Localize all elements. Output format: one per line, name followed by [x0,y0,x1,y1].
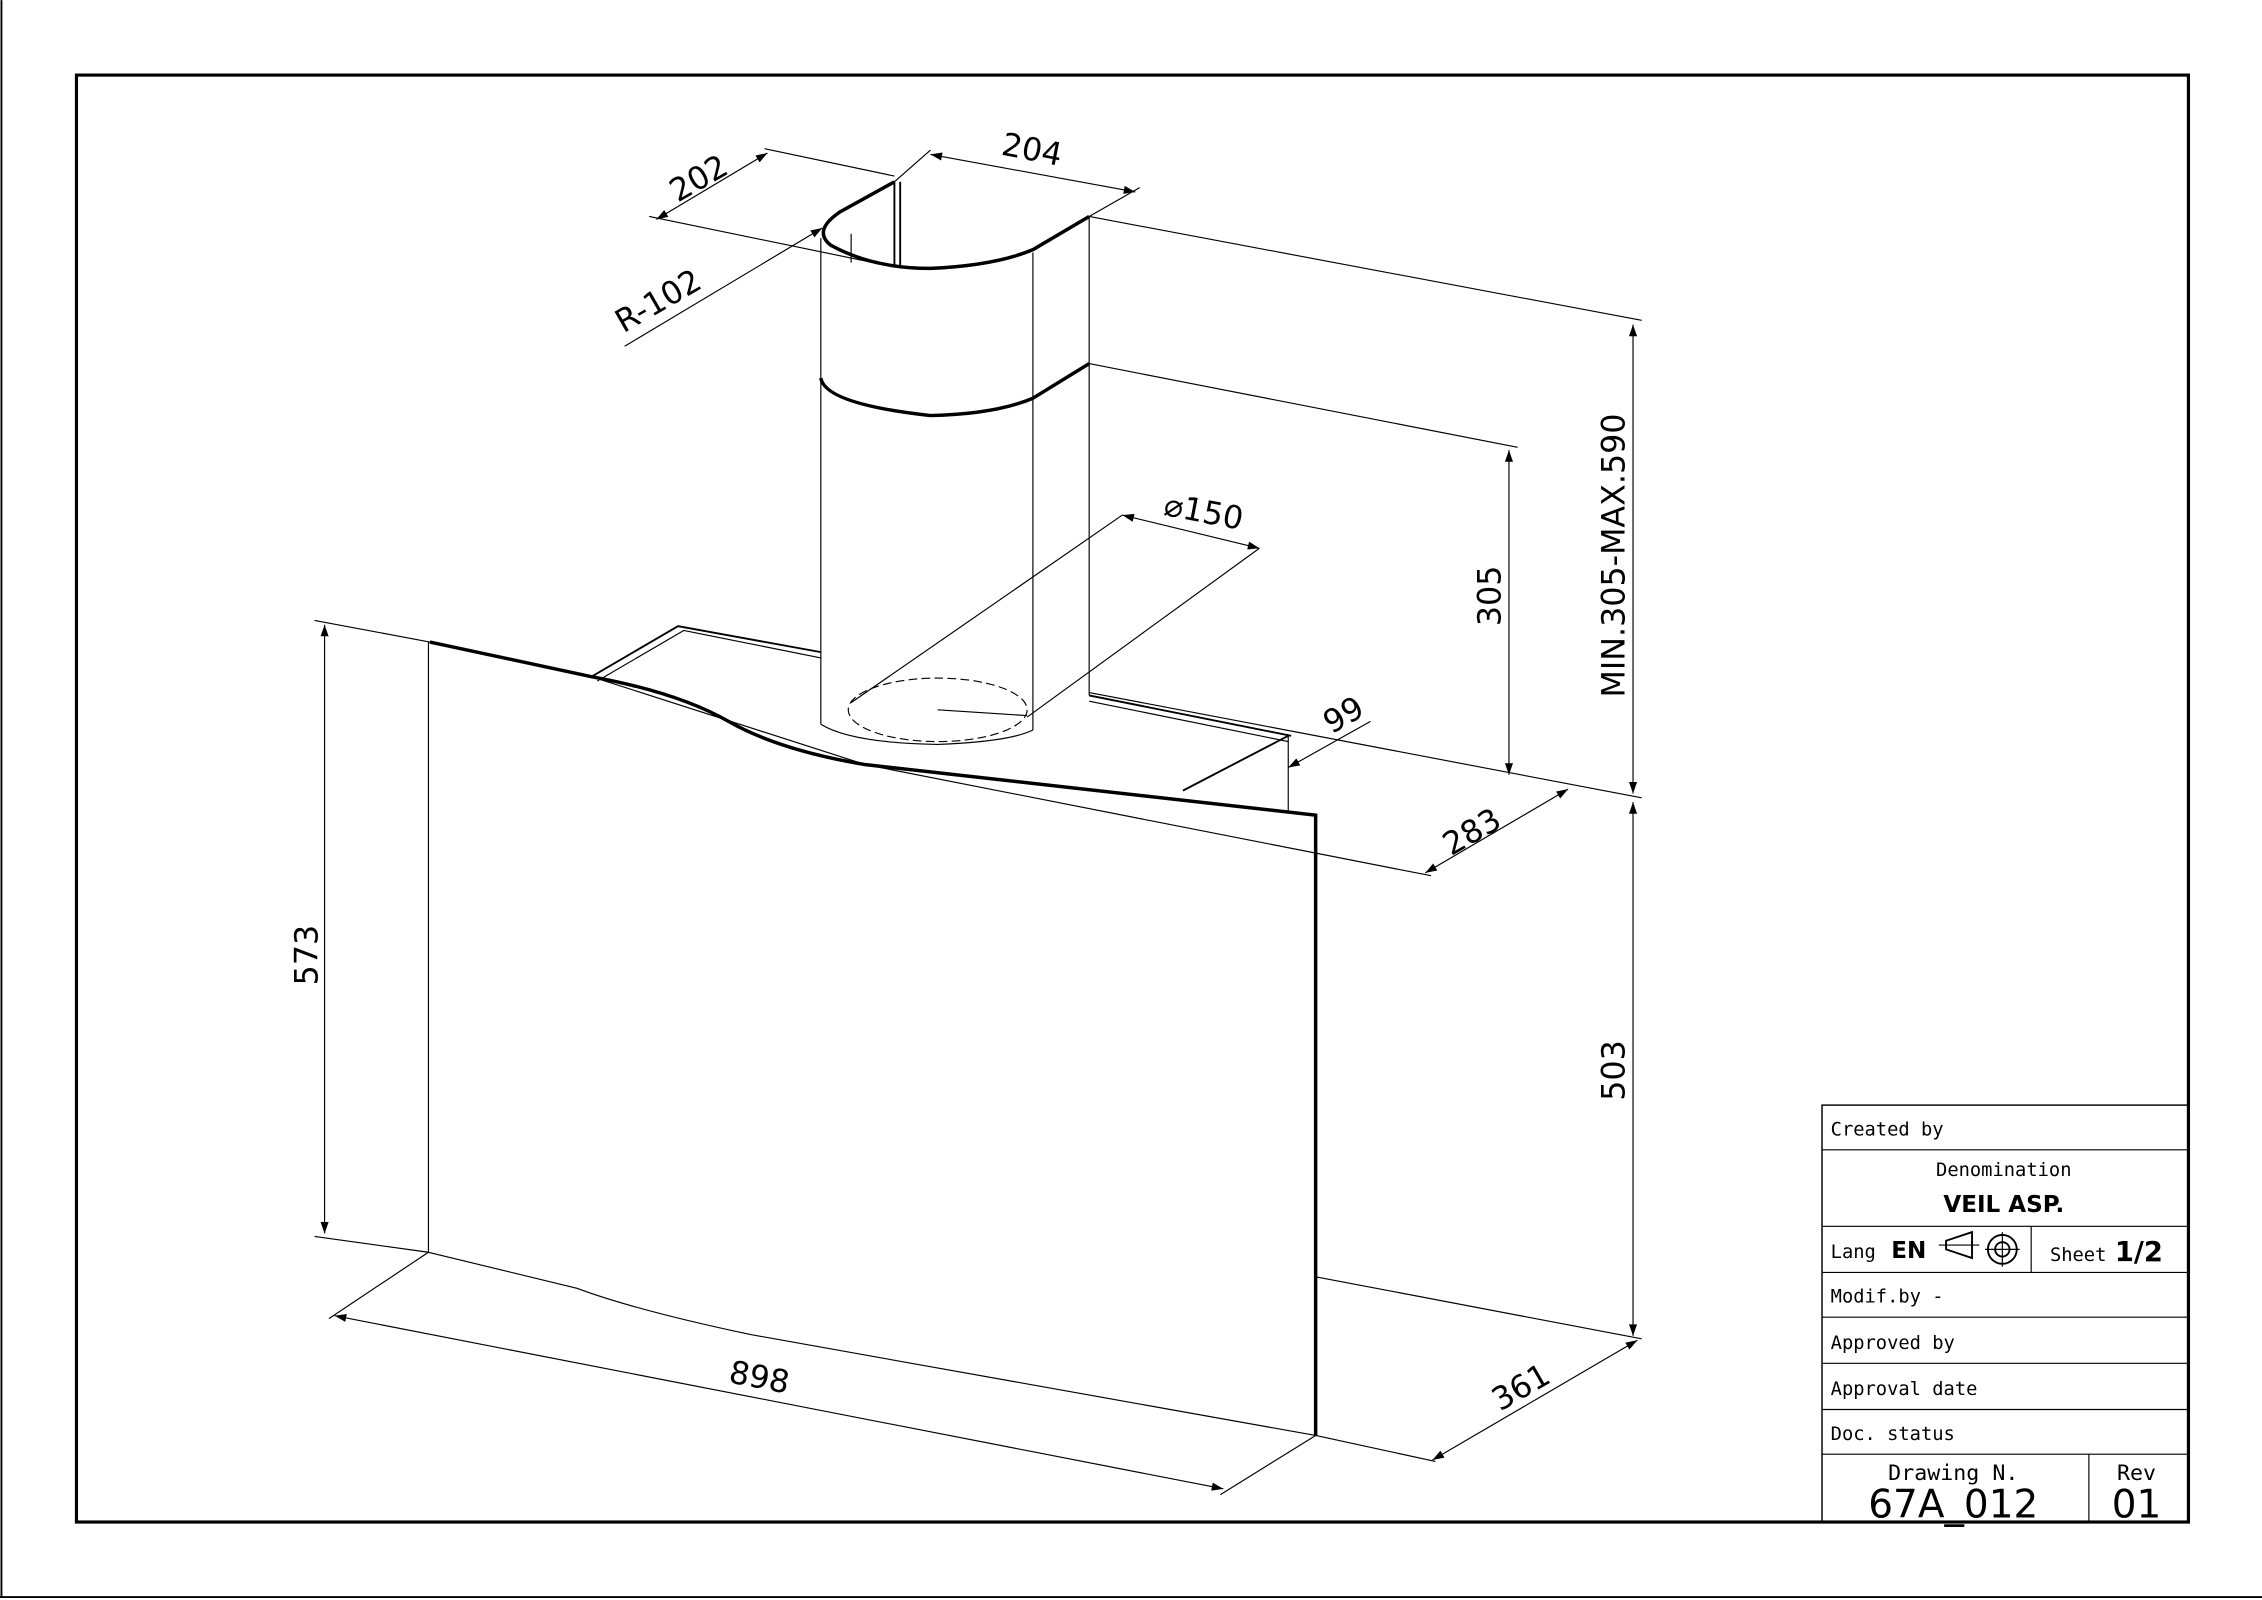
outlet-circle [847,677,1028,743]
approved-by-label: Approved by [1831,1333,1955,1354]
dimension-573: 573 [289,925,325,986]
drawing-number: 67A_012 [1868,1483,2038,1528]
dimension-99: 99 [1317,690,1370,741]
rev-value: 01 [2112,1483,2162,1528]
lang-value: EN [1891,1238,1926,1264]
first-angle-projection-icon [1938,1230,2020,1267]
dimension-204: 204 [999,127,1065,174]
denomination-value: VEIL ASP. [1943,1192,2064,1218]
mounting-rails [590,625,1292,811]
glass-panel [427,640,1318,1437]
dimension-min-max: MIN.305-MAX.590 [1596,414,1632,698]
dimensions: 202 204 R-102 ⌀150 MIN.305-MAX.590 305 9… [289,127,1642,1496]
sheet-label: Sheet [2050,1245,2106,1266]
dimension-361: 361 [1486,1357,1556,1418]
denomination-label: Denomination [1936,1160,2071,1181]
dimension-diameter-150: ⌀150 [1161,487,1246,538]
dimension-305: 305 [1472,566,1508,627]
title-block: Created by Denomination VEIL ASP. Lang E… [1821,1104,2190,1528]
sheet-value: 1/2 [2115,1237,2163,1268]
drawing-number-label: Drawing N. [1888,1461,2018,1486]
dimension-503: 503 [1596,1040,1632,1101]
created-by-label: Created by [1831,1119,1944,1140]
rev-label: Rev [2117,1461,2156,1486]
dimension-202: 202 [664,148,734,209]
lang-label: Lang [1831,1242,1876,1263]
dimension-283: 283 [1437,802,1507,863]
modif-by-label: Modif.by - [1831,1287,1944,1308]
chimney [819,180,1091,746]
drawing-frame [74,73,2191,1524]
dimension-r102: R-102 [609,263,707,341]
approval-date-label: Approval date [1831,1379,1978,1400]
doc-status-label: Doc. status [1831,1424,1955,1445]
